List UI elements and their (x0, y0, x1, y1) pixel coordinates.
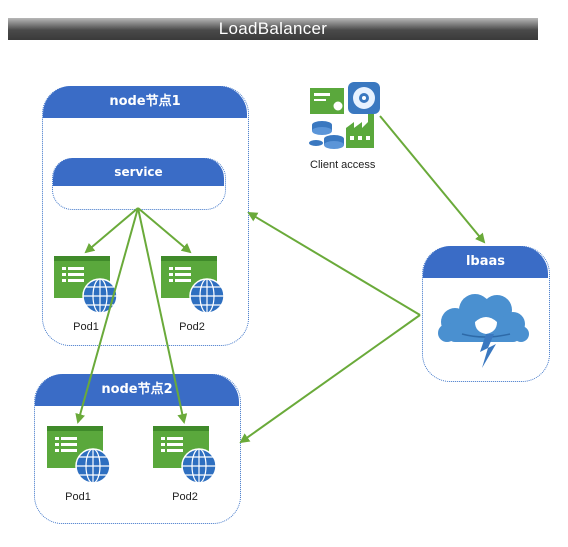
arrow-service-to-node2-pod1 (75, 207, 139, 424)
client-disc-icon (348, 82, 380, 114)
service-label: service (114, 165, 163, 179)
arrow-lbaas-to-node2 (239, 314, 421, 444)
node1-pod1-label: Pod1 (73, 321, 99, 333)
node1-pod1-icon (53, 255, 118, 314)
client-database-icon (309, 121, 344, 149)
arrow-service-to-node2-pod2 (137, 207, 188, 424)
node2-pod1-icon (46, 425, 111, 484)
lbaas-label: lbaas (465, 254, 506, 269)
node2-header: node节点2 (35, 374, 239, 406)
node1-pod2-label: Pod2 (179, 321, 205, 333)
node2-label: node节点2 (101, 382, 173, 397)
node2-pod2-label: Pod2 (172, 491, 198, 503)
service-header: service (53, 158, 224, 186)
arrow-lbaas-to-node1 (247, 211, 421, 316)
client-factory-icon (346, 114, 374, 148)
node2-pod1-label: Pod1 (65, 491, 91, 503)
node1-label: node节点1 (109, 94, 181, 109)
arrow-service-to-node1-pod1 (84, 207, 139, 254)
node1-pod2-icon (160, 255, 225, 314)
diagram-title: LoadBalancer (8, 18, 538, 40)
node2-pod2-icon (152, 425, 217, 484)
lbaas-header: lbaas (423, 246, 548, 278)
arrow-service-to-node1-pod2 (137, 207, 192, 254)
arrow-client-to-lbaas (379, 115, 486, 244)
connection-arrows (75, 115, 486, 444)
node1-header: node节点1 (43, 86, 247, 118)
cloud-icon (438, 294, 529, 368)
client-cert-icon (310, 88, 344, 114)
client-access-label: Client access (310, 159, 376, 171)
